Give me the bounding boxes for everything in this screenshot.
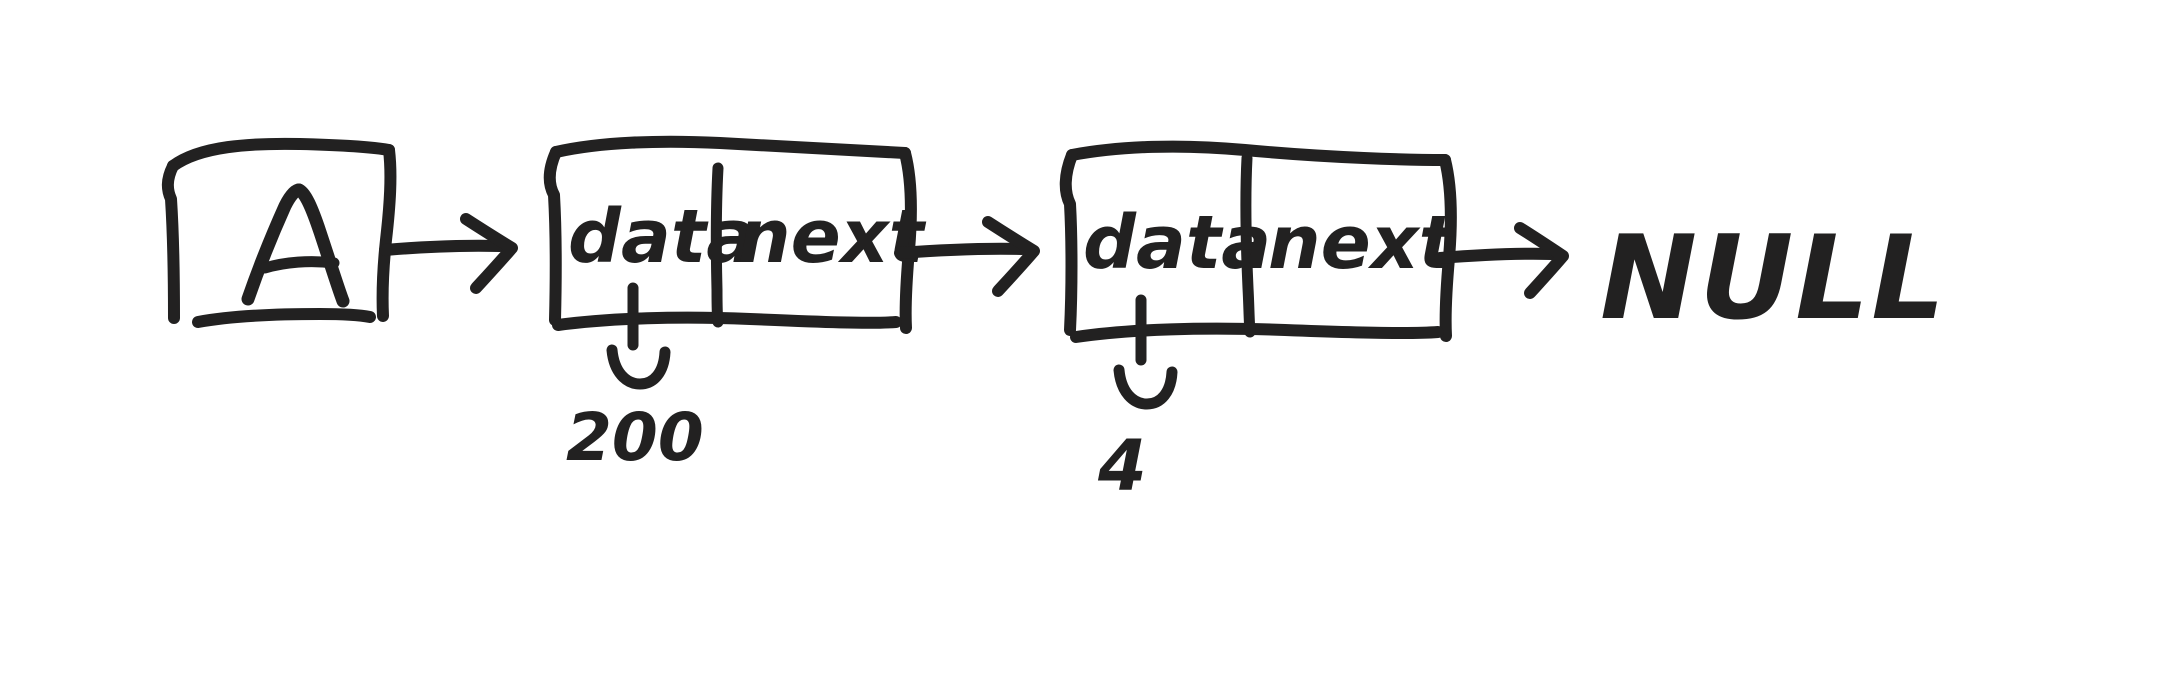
letter-a-left-stroke [241, 183, 306, 306]
null-terminator-label: NULL [1600, 211, 1947, 346]
head-box-bottom-edge [192, 308, 376, 328]
node1-next-label: next [738, 194, 927, 280]
node2-cell-divider [1240, 152, 1256, 338]
head-box-left-edge [161, 160, 180, 324]
node1-data-label: data [568, 194, 756, 280]
arrow3-head [1514, 222, 1569, 299]
node1-value-label: 200 [566, 399, 704, 476]
arrow1-head [460, 213, 518, 294]
node1-hook-curve [606, 344, 671, 390]
head-pointer-box[interactable] [161, 137, 397, 328]
arrow3-shaft [1434, 247, 1558, 264]
node2-bottom-edge [1070, 322, 1444, 343]
arrow-node2-to-null [1434, 222, 1569, 299]
node1-top-edge [550, 135, 911, 159]
node-2-box[interactable] [1059, 140, 1457, 343]
node2-top-edge [1066, 140, 1451, 166]
node2-next-label: next [1268, 200, 1457, 286]
letter-a-right-stroke [292, 183, 350, 308]
node2-data-label: data [1083, 200, 1271, 286]
arrow1-shaft [379, 239, 506, 256]
arrow2-shaft [894, 242, 1028, 259]
head-box-letter-a [241, 183, 350, 308]
arrow-node1-to-node2 [894, 216, 1040, 297]
node2-value-label: 4 [1097, 425, 1147, 507]
arrow2-head [982, 216, 1040, 297]
node1-value-marker [606, 282, 671, 390]
node1-bottom-edge [552, 311, 902, 331]
head-box-top-edge [167, 137, 395, 172]
node1-left-edge [543, 146, 562, 326]
letter-a-crossbar [259, 256, 340, 274]
node2-hook-curve [1113, 364, 1178, 410]
node2-value-marker [1113, 294, 1178, 410]
node2-left-edge [1059, 149, 1078, 336]
node1-cell-divider [710, 162, 724, 328]
arrow-head-to-node1 [379, 213, 518, 294]
head-box-right-edge [376, 144, 397, 322]
